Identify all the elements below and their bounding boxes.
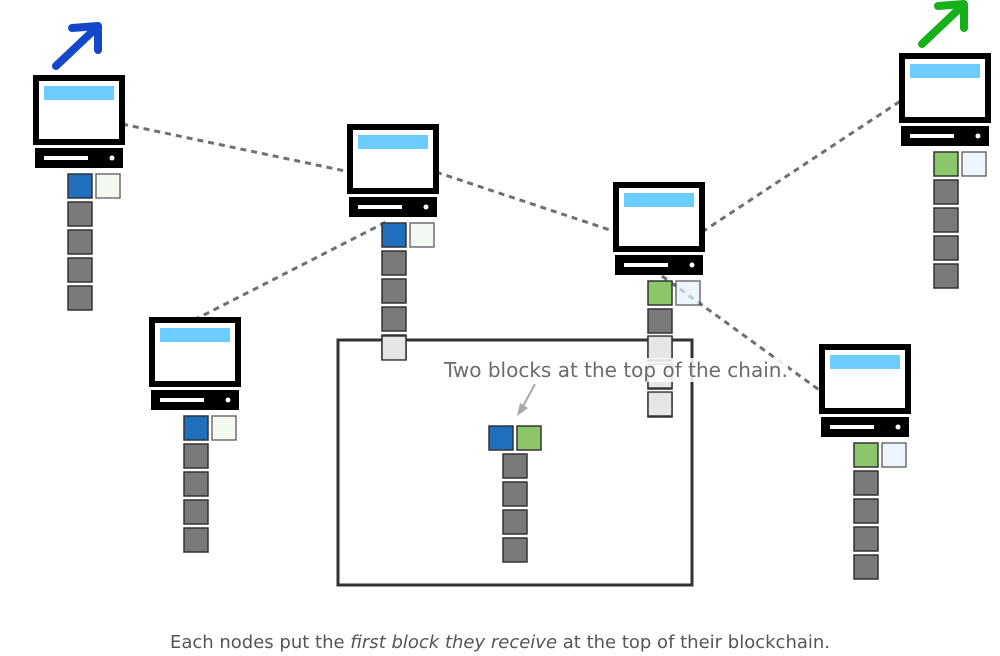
node-left: [149, 317, 241, 553]
base-slot: [910, 134, 954, 138]
chain-block: [183, 499, 209, 525]
node-top-left: [33, 22, 125, 311]
chain-block: [853, 470, 879, 496]
chain-block: [381, 250, 407, 276]
screen-bar: [358, 135, 428, 149]
top-block: [183, 415, 209, 441]
chain-block: [933, 263, 959, 289]
blue-arrow-icon: [52, 22, 102, 70]
chain-block: [381, 306, 407, 332]
node-top-right: [899, 0, 991, 289]
chain-block: [381, 278, 407, 304]
power-light: [109, 155, 115, 161]
zoom-top-block: [488, 425, 514, 451]
connection-line: [701, 98, 903, 234]
base-slot: [358, 205, 402, 209]
caption-after: at the top of their blockchain.: [557, 632, 831, 653]
chain-block: [67, 201, 93, 227]
chain-block: [67, 285, 93, 311]
zoom-top-block: [516, 425, 542, 451]
connection-line: [121, 122, 351, 174]
base-slot: [160, 398, 204, 402]
chain-block: [183, 471, 209, 497]
blockchain-network-diagram: [33, 0, 991, 587]
chain-block: [183, 527, 209, 553]
zoom-frame: [336, 338, 694, 587]
zoom-chain-block: [502, 481, 528, 507]
node-top-middle: [347, 124, 439, 360]
pending-block-ghost: [961, 151, 987, 177]
node-bottom-right: [819, 344, 911, 580]
chain-block: [853, 526, 879, 552]
power-light: [975, 133, 981, 139]
faded-block: [381, 335, 407, 361]
connection-line: [193, 218, 391, 322]
pending-block-ghost: [409, 222, 435, 248]
green-arrow-icon: [918, 0, 968, 48]
pending-block-ghost: [211, 415, 237, 441]
connection-line: [435, 170, 617, 234]
top-block: [933, 151, 959, 177]
chain-block: [183, 443, 209, 469]
chain-block: [647, 308, 673, 334]
power-light: [423, 204, 429, 210]
base-slot: [624, 263, 668, 267]
pending-block-ghost: [675, 280, 701, 306]
caption-emphasis: first block they receive: [350, 632, 558, 653]
chain-block: [933, 235, 959, 261]
zoom-chain-block: [502, 537, 528, 563]
screen-bar: [44, 86, 114, 100]
chain-block: [853, 554, 879, 580]
screen-bar: [624, 193, 694, 207]
zoomed-chain: [488, 425, 542, 563]
chain-block: [933, 207, 959, 233]
base-slot: [44, 156, 88, 160]
callout-label: Two blocks at the top of the chain.: [444, 358, 788, 382]
pending-block-ghost: [881, 442, 907, 468]
figure-caption: Each nodes put the first block they rece…: [0, 632, 1000, 653]
chain-block: [933, 179, 959, 205]
power-light: [689, 262, 695, 268]
power-light: [225, 397, 231, 403]
faded-block: [647, 335, 673, 361]
screen-bar: [830, 355, 900, 369]
chain-block: [853, 498, 879, 524]
top-block: [647, 280, 673, 306]
caption-before: Each nodes put the: [169, 632, 351, 653]
zoom-chain-block: [502, 453, 528, 479]
callout-pointer: [517, 383, 536, 416]
network-connections: [121, 98, 903, 394]
screen-bar: [910, 64, 980, 78]
base-slot: [830, 425, 874, 429]
chain-block: [67, 229, 93, 255]
top-block: [853, 442, 879, 468]
pending-block-ghost: [95, 173, 121, 199]
nodes-layer: [33, 0, 991, 580]
faded-block: [647, 391, 673, 417]
top-block: [67, 173, 93, 199]
top-block: [381, 222, 407, 248]
zoom-chain-block: [502, 509, 528, 535]
screen-bar: [160, 328, 230, 342]
chain-block: [67, 257, 93, 283]
power-light: [895, 424, 901, 430]
